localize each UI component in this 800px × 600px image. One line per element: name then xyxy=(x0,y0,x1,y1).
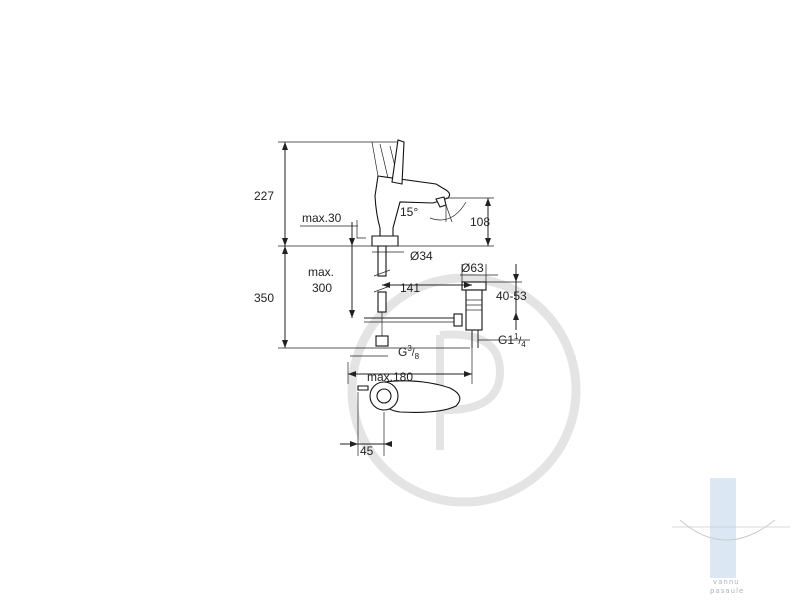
pull-rod xyxy=(364,313,463,327)
label-4053: 40-53 xyxy=(496,289,527,303)
arrow-max30 xyxy=(349,238,355,246)
arrowheads xyxy=(282,142,519,447)
hose-upper xyxy=(377,245,387,277)
supply-hose xyxy=(373,245,391,347)
label-angle: 15° xyxy=(400,205,418,219)
arrow-350-top xyxy=(282,246,288,254)
label-350: 350 xyxy=(254,291,274,305)
faucet-body xyxy=(356,139,451,247)
faucet-base xyxy=(371,235,399,247)
label-45: 45 xyxy=(360,444,374,458)
arrow-350-bottom xyxy=(282,340,288,348)
outlet-tip xyxy=(435,196,447,208)
watermark-accent-bar xyxy=(710,478,736,578)
label-max300-a: max. xyxy=(308,265,334,279)
arrow-4053-bottom xyxy=(513,312,519,320)
top-view xyxy=(357,380,461,413)
hose-connector xyxy=(375,335,389,347)
arrow-227-top xyxy=(282,142,288,150)
angle-line xyxy=(445,204,453,223)
watermark-ring-icon xyxy=(347,273,581,507)
hose-break-1 xyxy=(373,269,391,277)
watermark: vannu pasaule xyxy=(347,273,790,595)
arrow-180-right xyxy=(464,371,472,377)
watermark-curve-icon xyxy=(679,519,776,541)
arrow-108-bottom xyxy=(485,238,491,246)
watermark-text-1: vannu xyxy=(713,578,740,586)
arrow-45-right xyxy=(384,441,392,447)
label-max180: max.180 xyxy=(367,370,413,384)
arrow-4053-top xyxy=(513,274,519,282)
arrow-141-right xyxy=(464,282,472,288)
label-max300-b: 300 xyxy=(312,281,332,295)
pull-rod-clip xyxy=(453,313,463,327)
arrow-45-left xyxy=(350,441,358,447)
label-227: 227 xyxy=(254,189,274,203)
label-g114: G11/4 xyxy=(498,332,526,349)
label-max30: max.30 xyxy=(302,211,342,225)
label-108: 108 xyxy=(470,215,490,229)
angle-arc xyxy=(429,201,467,221)
faucet-spout xyxy=(374,175,451,237)
waste-valve xyxy=(461,281,487,348)
dimension-labels: 227 350 108 15° max.30 Ø34 Ø63 max. 300 … xyxy=(254,189,527,458)
arrow-180-left xyxy=(348,371,356,377)
top-view-cartridge xyxy=(376,388,392,404)
faucet-lever xyxy=(391,139,405,185)
arrow-max300 xyxy=(349,310,355,318)
faucet-pop-up-rod xyxy=(356,220,366,239)
watermark-text-2: pasaule xyxy=(710,587,744,595)
arrow-227-bottom xyxy=(282,238,288,246)
top-view-lever-tip xyxy=(357,385,369,391)
arrow-141-left xyxy=(382,282,390,288)
label-dia63: Ø63 xyxy=(461,261,484,275)
label-141: 141 xyxy=(400,281,420,295)
label-dia34: Ø34 xyxy=(410,249,433,263)
arrow-108-top xyxy=(485,198,491,206)
dimension-lines xyxy=(278,141,530,456)
label-g38: G3/8 xyxy=(398,344,420,361)
hose-middle xyxy=(377,291,387,313)
